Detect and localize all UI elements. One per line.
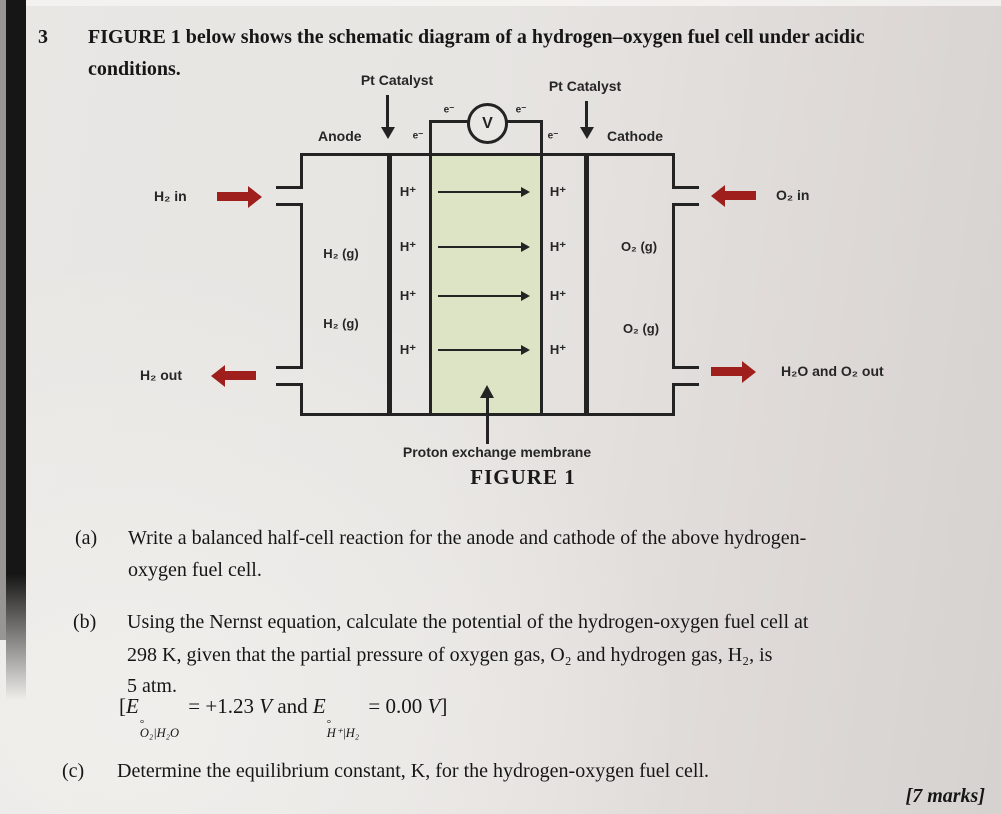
cell-right-wall — [672, 153, 675, 189]
h2-inlet-port — [276, 186, 303, 189]
h-plus-label: H⁺ — [549, 342, 567, 357]
pt-catalyst-right-arrow-shaft — [585, 101, 588, 127]
e-supsub: °O₂|H₂O — [139, 718, 180, 740]
pt-catalyst-left-arrow-shaft — [386, 95, 389, 127]
h-plus-label: H⁺ — [399, 184, 417, 199]
cell-right-wall — [672, 383, 675, 416]
photo-black-strip — [6, 0, 26, 700]
h2-in-arrow-icon — [217, 185, 262, 208]
cell-left-wall — [300, 203, 303, 369]
h2-out-arrow-icon — [211, 364, 256, 387]
electron-label: e⁻ — [443, 104, 455, 116]
proton-flow-arrow-icon — [438, 345, 530, 355]
h2-out-label: H₂ out — [140, 367, 182, 383]
e-symbol: E — [312, 694, 326, 718]
cell-right-wall — [672, 203, 675, 369]
e-supsub: °H⁺|H₂ — [326, 718, 360, 740]
h2-gas-label: H₂ (g) — [323, 246, 359, 261]
couple-subscript: H⁺|H₂ — [326, 726, 360, 740]
h2-outlet-port — [276, 383, 303, 386]
part-b-label: (b) — [73, 611, 97, 633]
membrane-callout-label: Proton exchange membrane — [402, 444, 592, 460]
electron-label: e⁻ — [547, 130, 559, 142]
part-b-standard-potentials: [E°O₂|H₂O = +1.23 V and E°H⁺|H₂ = 0.00 V… — [119, 694, 447, 739]
cell-left-wall — [300, 153, 303, 189]
proton-exchange-membrane — [429, 155, 543, 415]
voltmeter-label: V — [482, 114, 493, 132]
part-b-line-2: 298 K, given that the partial pressure o… — [127, 644, 773, 666]
o2-gas-label: O₂ (g) — [622, 321, 660, 336]
part-b-line-1: Using the Nernst equation, calculate the… — [127, 611, 809, 633]
part-a-line-2: oxygen fuel cell. — [128, 559, 262, 581]
o2-in-label: O₂ in — [776, 187, 810, 203]
o2-gas-label: O₂ (g) — [620, 239, 658, 254]
h2-in-label: H₂ in — [154, 188, 187, 204]
conjunction: and — [277, 694, 308, 718]
pt-catalyst-right-label: Pt Catalyst — [548, 78, 622, 94]
water-outlet-port — [672, 383, 699, 386]
proton-flow-arrow-icon — [438, 187, 530, 197]
anode-electrode-bar — [387, 155, 392, 413]
cell-top-wall — [300, 153, 675, 156]
equation-bracket: [ — [119, 694, 126, 718]
h-plus-label: H⁺ — [399, 239, 417, 254]
figure-caption: FIGURE 1 — [470, 465, 576, 489]
h-plus-label: H⁺ — [399, 342, 417, 357]
circuit-wire-left — [429, 120, 432, 155]
membrane-callout-arrow-shaft — [486, 398, 489, 444]
h-plus-label: H⁺ — [549, 288, 567, 303]
part-a-line-1: Write a balanced half-cell reaction for … — [128, 527, 807, 549]
h-plus-label: H⁺ — [399, 288, 417, 303]
equation-bracket: ] — [440, 694, 448, 718]
part-c-line: Determine the equilibrium constant, K, f… — [117, 760, 710, 782]
cathode-label: Cathode — [607, 128, 663, 144]
pt-catalyst-right-arrow-head-icon — [580, 127, 594, 139]
degree-sign: ° — [326, 718, 332, 730]
h-plus-label: H⁺ — [549, 184, 567, 199]
marks-badge: [7 marks] — [905, 785, 985, 807]
question-number: 3 — [38, 26, 48, 48]
proton-flow-arrow-icon — [438, 242, 530, 252]
photo-top-glare — [26, 0, 1001, 6]
potential-value: = 0.00 — [368, 694, 423, 718]
anode-label: Anode — [318, 128, 362, 144]
electron-label: e⁻ — [515, 104, 527, 116]
potential-value: = +1.23 — [188, 694, 254, 718]
proton-flow-arrow-icon — [438, 291, 530, 301]
water-o2-out-arrow-icon — [711, 360, 756, 383]
voltmeter: V — [467, 103, 508, 144]
water-outlet-port — [672, 366, 699, 369]
o2-inlet-port — [672, 203, 699, 206]
volt-unit: V — [259, 694, 273, 718]
question-title-line-2: conditions. — [88, 58, 181, 80]
h-plus-label: H⁺ — [549, 239, 567, 254]
photo-left-edge — [0, 0, 6, 640]
circuit-wire-right — [540, 120, 543, 155]
part-c-label: (c) — [62, 760, 85, 782]
membrane-callout-arrow-head-icon — [480, 385, 494, 398]
electron-label: e⁻ — [412, 130, 424, 142]
h2-inlet-port — [276, 203, 303, 206]
part-b-line-3: 5 atm. — [127, 675, 177, 697]
e-symbol: E — [126, 694, 139, 718]
cathode-electrode-bar — [584, 155, 589, 413]
h2-gas-label: H₂ (g) — [323, 316, 359, 331]
volt-unit: V — [427, 694, 441, 718]
question-title-line-1: FIGURE 1 below shows the schematic diagr… — [88, 26, 865, 48]
o2-in-arrow-icon — [711, 184, 756, 207]
pt-catalyst-left-label: Pt Catalyst — [360, 72, 434, 88]
degree-sign: ° — [139, 718, 145, 730]
h2o-o2-out-label: H₂O and O₂ out — [781, 363, 884, 379]
pt-catalyst-left-arrow-head-icon — [381, 127, 395, 139]
h2-outlet-port — [276, 366, 303, 369]
o2-inlet-port — [672, 186, 699, 189]
cell-left-wall — [300, 383, 303, 416]
part-a-label: (a) — [75, 527, 98, 549]
couple-subscript: O₂|H₂O — [139, 726, 180, 740]
